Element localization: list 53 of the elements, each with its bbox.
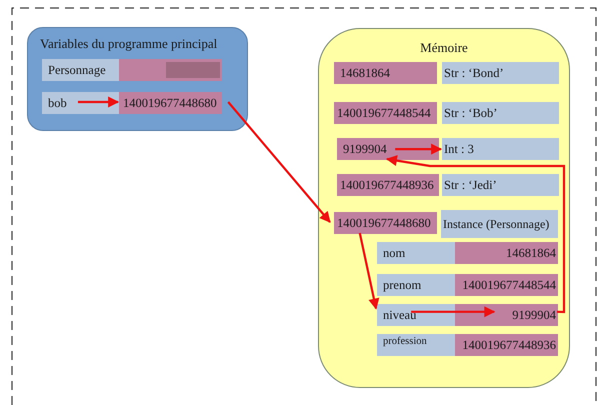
variable-name-cell: [42, 59, 119, 81]
address-cell: [334, 102, 437, 124]
address-cell: [334, 62, 437, 84]
cell-text: profession: [383, 337, 427, 348]
cell-text: 140019677448680: [123, 96, 217, 110]
arrow: [395, 144, 442, 155]
cell-text: 9199904: [512, 308, 556, 322]
cell-text: Str : ‘Bob’: [444, 106, 498, 120]
cell-text: bob: [48, 96, 67, 110]
cell-text: niveau: [383, 308, 416, 322]
cell-text: 140019677448544: [462, 278, 556, 292]
arrow: [78, 96, 120, 108]
attribute-name-cell: [377, 304, 455, 326]
address-cell: [337, 174, 439, 196]
attribute-value-cell: [455, 242, 558, 264]
cell-text: 140019677448544: [337, 106, 431, 120]
cell-text: Personnage: [48, 64, 106, 76]
attribute-value-cell: [455, 304, 558, 326]
memory-panel: [318, 28, 570, 388]
attribute-name-cell: [377, 274, 455, 296]
value-cell: [442, 102, 559, 124]
address-cell: [337, 138, 439, 160]
variable-value-cell: [119, 59, 222, 81]
cell-text: Str : ‘Jedi’: [444, 178, 497, 192]
value-cell: [442, 62, 559, 84]
address-cell: [119, 92, 222, 114]
cell-text: nom: [383, 246, 406, 260]
cell-text: Instance (Personnage): [443, 218, 550, 230]
attribute-value-cell: [455, 334, 558, 356]
cell-text: 140019677448936: [340, 178, 434, 192]
value-cell: [442, 138, 559, 160]
arrow: [386, 155, 566, 314]
cell-text: 14681864: [506, 246, 556, 260]
panel-title: Variables du programme principal: [40, 37, 218, 50]
cell-text: prenom: [383, 278, 422, 292]
arrow: [411, 306, 496, 318]
cell-text: Str : ‘Bond’: [444, 66, 504, 80]
address-cell: [334, 212, 437, 234]
arrow: [227, 101, 331, 223]
cell-text: 14681864: [340, 66, 390, 80]
variable-name-cell: [42, 92, 119, 114]
variables-panel: [27, 27, 248, 131]
value-cell: [441, 210, 558, 238]
value-cell: [442, 174, 559, 196]
attribute-value-cell: [455, 274, 558, 296]
cell-text: 9199904: [343, 142, 387, 156]
attribute-name-cell: [377, 334, 455, 356]
panel-title: Mémoire: [419, 41, 469, 54]
attribute-name-cell: [377, 242, 455, 264]
arrow: [358, 232, 380, 310]
cell-text: Int : 3: [444, 142, 474, 156]
cell-text: 140019677448936: [462, 338, 556, 352]
cell-text: 140019677448680: [337, 216, 431, 230]
